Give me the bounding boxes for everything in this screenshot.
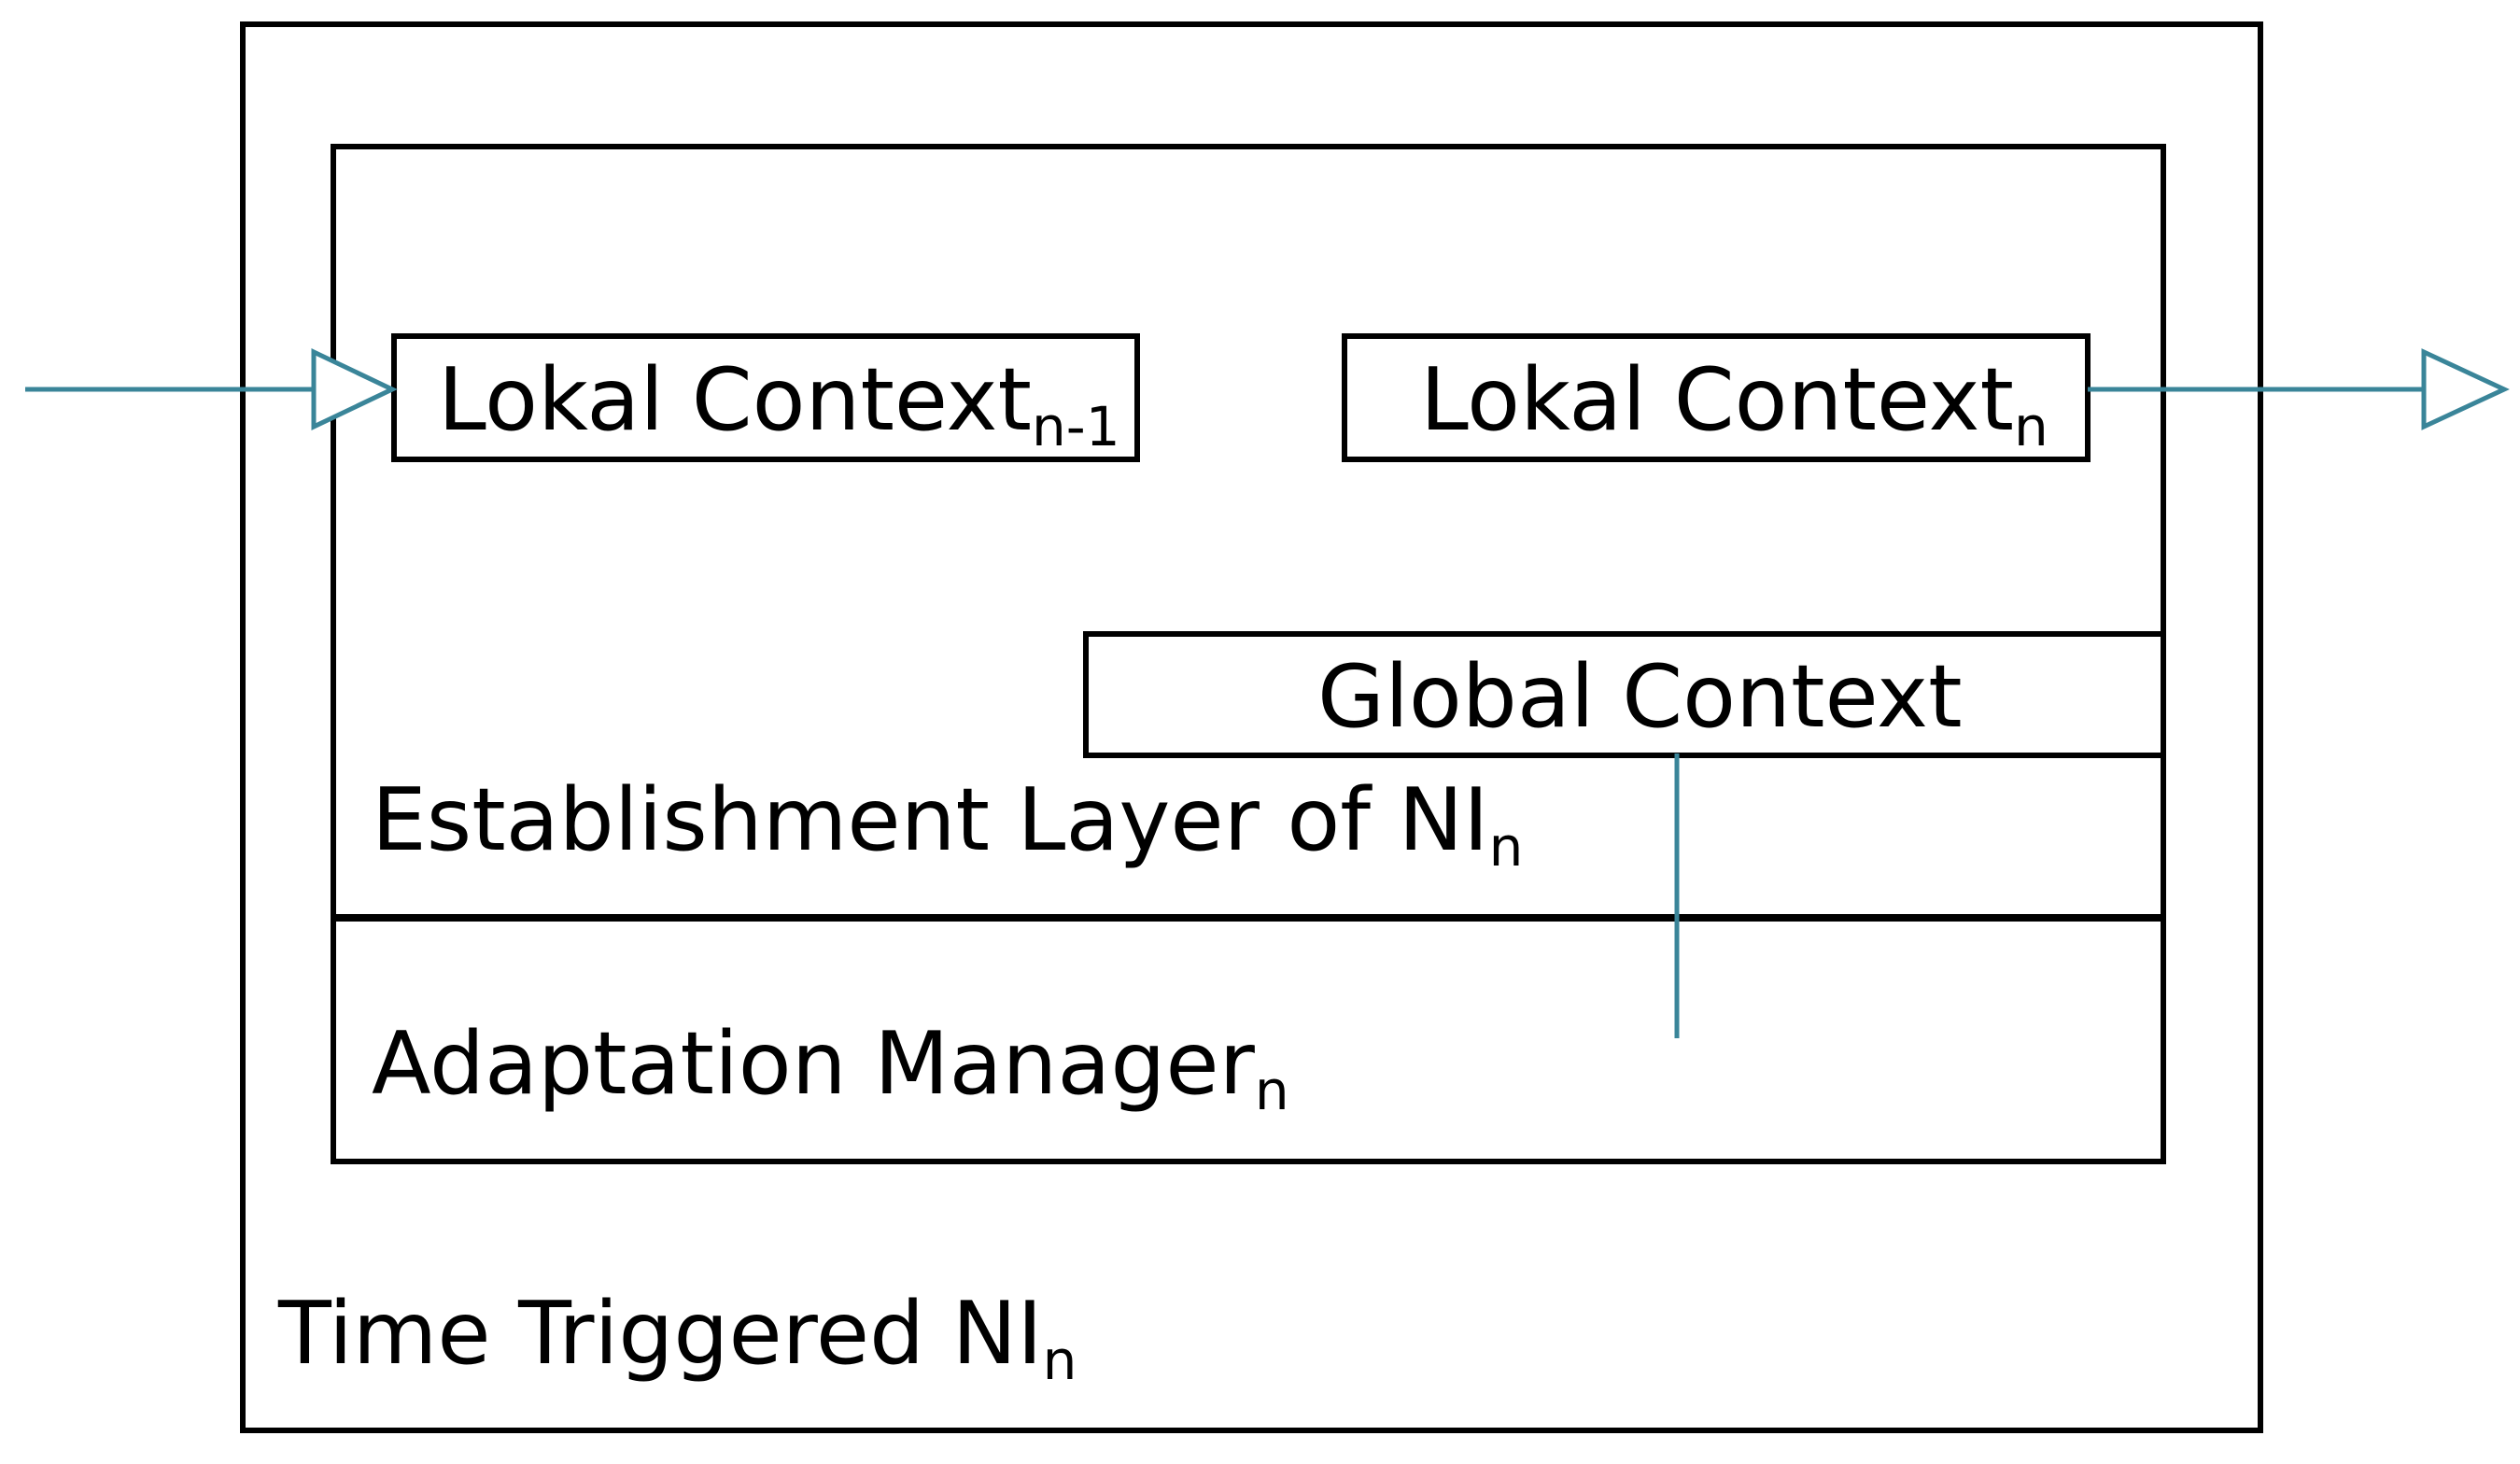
adaptation-manager-subscript: n xyxy=(1254,1059,1289,1123)
local-context-curr-box[interactable] xyxy=(1342,333,2091,462)
adaptation-manager-box xyxy=(331,916,2166,1164)
establishment-layer-main: Establishment Layer of NI xyxy=(372,769,1489,870)
establishment-layer-label: Establishment Layer of NIn xyxy=(372,777,1523,875)
time-triggered-ni-box xyxy=(240,21,2263,1433)
local-context-prev-main: Lokal Context xyxy=(438,349,1033,450)
time-triggered-ni-subscript: n xyxy=(1042,1329,1077,1393)
global-context-label: Global Context xyxy=(1317,646,1963,747)
time-triggered-ni-label: Time Triggered NIn xyxy=(278,1290,1077,1388)
local-context-curr-main: Lokal Context xyxy=(1420,349,2015,450)
adaptation-manager-main: Adaptation Manager xyxy=(372,1013,1255,1114)
global-context-box[interactable] xyxy=(1083,631,2166,758)
local-context-prev-label: Lokal Contextn-1 xyxy=(438,357,1120,455)
adaptation-manager-label: Adaptation Managern xyxy=(372,1021,1289,1119)
establishment-layer-subscript: n xyxy=(1488,815,1524,880)
local-context-prev-subscript: n-1 xyxy=(1032,395,1120,459)
local-context-curr-label: Lokal Contextn xyxy=(1420,357,2048,455)
outgoing-arrowhead-icon xyxy=(2421,348,2510,430)
time-triggered-ni-main: Time Triggered NI xyxy=(278,1283,1043,1384)
local-context-curr-subscript: n xyxy=(2014,395,2048,459)
